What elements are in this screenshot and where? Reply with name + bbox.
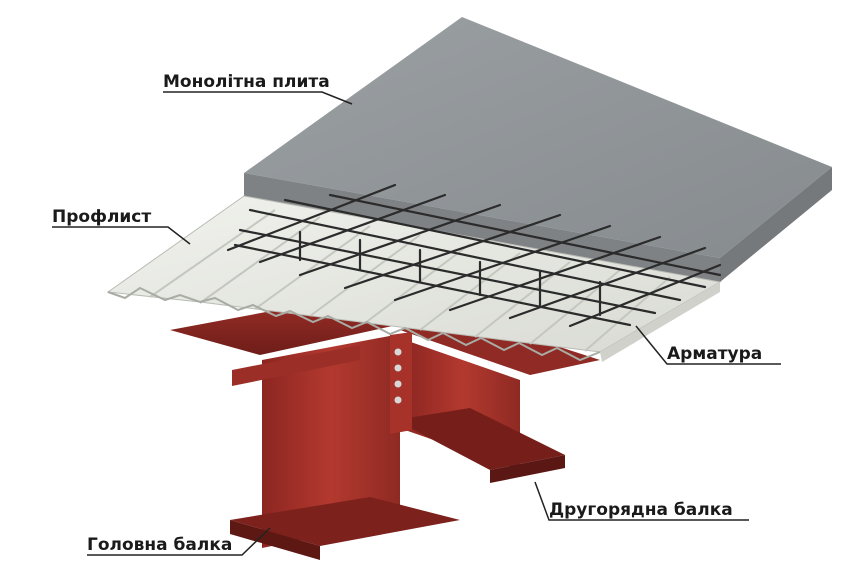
rebar-mesh xyxy=(226,183,722,328)
label-monolithic-slab: Монолітна плита xyxy=(163,72,330,92)
leader-lines xyxy=(52,91,781,556)
secondary-beam xyxy=(390,318,600,483)
label-rebar: Арматура xyxy=(667,344,763,364)
label-main-beam: Головна балка xyxy=(87,535,233,555)
label-secondary-beam: Другорядна балка xyxy=(549,500,733,520)
label-profiled-deck: Профлист xyxy=(52,207,152,227)
monolithic-slab xyxy=(244,17,832,282)
